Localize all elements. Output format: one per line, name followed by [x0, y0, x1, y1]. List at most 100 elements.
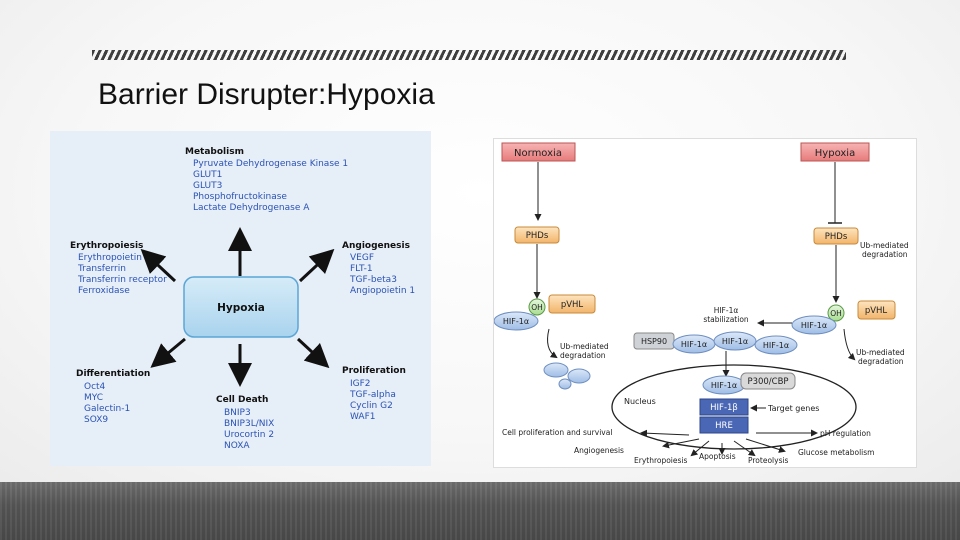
arrow-to-angiogenesis	[298, 248, 335, 283]
output-apoptosis: Apoptosis	[699, 452, 736, 461]
output-erythropoiesis: Erythropoiesis	[634, 456, 688, 465]
hif1a-nucleus-label: HIF-1α	[711, 381, 737, 390]
angiogenesis-item: Angiopoietin 1	[350, 286, 415, 296]
metabolism-item: Lactate Dehydrogenase A	[193, 203, 310, 213]
cell-death-heading: Cell Death	[216, 395, 268, 405]
arrow-to-proliferation	[296, 337, 330, 369]
oh-circle-left	[528, 298, 546, 316]
hsp90-label: HSP90	[641, 337, 667, 346]
arrow-to-ub-degradation-right	[843, 328, 856, 361]
oh-label-left: OH	[531, 303, 543, 312]
stabilization-line2: stabilization	[703, 315, 749, 324]
degraded-fragment	[543, 362, 569, 378]
floor-strip	[0, 482, 960, 540]
phds-box-left	[514, 226, 560, 244]
phds-label-right: PHDs	[825, 232, 848, 242]
arrow-to-differentiation	[150, 337, 186, 368]
ub-degradation-left-line2: degradation	[560, 351, 606, 360]
cell-death-item: BNIP3L/NIX	[224, 419, 274, 429]
hif1a-cytoplasm-3	[754, 335, 798, 355]
ub-degradation-left-line1: Ub-mediated	[560, 342, 609, 351]
output-glucose-metabolism: Glucose metabolism	[798, 448, 874, 457]
metabolism-item: GLUT3	[193, 181, 222, 191]
nucleus-outline	[611, 364, 857, 450]
degraded-fragment	[567, 368, 591, 384]
slide-title: Barrier Disrupter:Hypoxia	[98, 78, 435, 111]
output-angiogenesis: Angiogenesis	[574, 446, 624, 455]
metabolism-item: Phosphofructokinase	[193, 192, 287, 202]
proliferation-item: TGF-alpha	[349, 390, 396, 400]
output-proteolysis: Proteolysis	[748, 456, 789, 465]
ub-degradation-top-line2: degradation	[862, 250, 908, 259]
hif1a-left	[494, 311, 539, 331]
hif1a-label-left: HIF-1α	[503, 317, 529, 326]
output-arrow	[690, 440, 710, 457]
normoxia-label: Normoxia	[514, 148, 562, 159]
differentiation-item: Galectin-1	[84, 404, 130, 414]
angiogenesis-item: VEGF	[350, 253, 374, 263]
pvhl-box-left	[548, 294, 596, 314]
proliferation-item: Cyclin G2	[350, 401, 393, 411]
output-arrow	[662, 438, 700, 449]
hypoxia-center-label: Hypoxia	[217, 302, 265, 314]
degraded-fragment	[558, 378, 572, 390]
erythropoiesis-item: Transferrin receptor	[77, 275, 167, 285]
hif-pathway-figure: Normoxia Hypoxia PHDs PHDs Ub-mediated d…	[493, 138, 917, 468]
hif1a-right	[791, 315, 837, 335]
proliferation-item: IGF2	[350, 379, 371, 389]
phds-box-right	[813, 227, 859, 245]
ub-degradation-top-line1: Ub-mediated	[860, 241, 909, 250]
angiogenesis-item: FLT-1	[350, 264, 373, 274]
hif1b-box	[699, 398, 749, 416]
cell-death-item: Urocortin 2	[224, 430, 274, 440]
hypoxia-box	[800, 142, 870, 162]
erythropoiesis-heading: Erythropoiesis	[70, 241, 143, 251]
metabolism-heading: Metabolism	[185, 147, 244, 157]
hypoxia-label: Hypoxia	[815, 148, 855, 159]
output-ph-regulation: pH regulation	[820, 429, 871, 438]
arrow-to-ub-degradation-left	[547, 328, 558, 359]
phds-label-left: PHDs	[526, 231, 549, 241]
stabilization-line1: HIF-1α	[714, 306, 739, 315]
erythropoiesis-item: Erythropoietin	[78, 253, 142, 263]
erythropoiesis-item: Ferroxidase	[78, 286, 130, 296]
hre-box	[699, 416, 749, 434]
ub-degradation-right-line2: degradation	[858, 357, 904, 366]
output-arrow	[640, 429, 690, 437]
ub-degradation-right-line1: Ub-mediated	[856, 348, 905, 357]
normoxia-box	[501, 142, 576, 162]
output-arrow	[745, 438, 786, 453]
differentiation-item: SOX9	[84, 415, 108, 425]
differentiation-heading: Differentiation	[76, 369, 150, 379]
hif1a-cytoplasm-2	[713, 331, 757, 351]
hypoxia-center-box	[183, 276, 299, 338]
hif1b-label: HIF-1β	[710, 403, 738, 413]
output-cell-proliferation: Cell proliferation and survival	[502, 428, 612, 437]
nucleus-label: Nucleus	[624, 397, 656, 406]
metabolism-item: GLUT1	[193, 170, 222, 180]
differentiation-item: MYC	[84, 393, 103, 403]
angiogenesis-item: TGF-beta3	[349, 275, 397, 285]
p300-cbp-box	[740, 372, 796, 390]
pvhl-label-right: pVHL	[865, 306, 888, 316]
angiogenesis-heading: Angiogenesis	[342, 241, 410, 251]
differentiation-item: Oct4	[84, 382, 106, 392]
hypoxia-effects-figure: Hypoxia Metabolism Pyruvate Dehydrogenas…	[50, 131, 431, 466]
erythropoiesis-item: Transferrin	[77, 264, 126, 274]
hif1a-cytoplasm-3-label: HIF-1α	[763, 341, 789, 350]
hif1a-cytoplasm-1-label: HIF-1α	[681, 340, 707, 349]
proliferation-item: WAF1	[350, 412, 375, 422]
pvhl-label-left: pVHL	[561, 300, 584, 310]
pvhl-box-right	[857, 300, 896, 320]
hif1a-label-right: HIF-1α	[801, 321, 827, 330]
p300-cbp-label: P300/CBP	[747, 377, 788, 387]
oh-label-right: OH	[830, 309, 842, 318]
arrow-to-erythropoiesis	[140, 248, 177, 283]
proliferation-heading: Proliferation	[342, 366, 406, 376]
cell-death-item: BNIP3	[224, 408, 251, 418]
target-genes-label: Target genes	[767, 404, 819, 413]
hre-label: HRE	[715, 421, 733, 431]
output-arrow	[733, 440, 756, 457]
hif1a-cytoplasm-2-label: HIF-1α	[722, 337, 748, 346]
oh-circle-right	[827, 304, 845, 322]
